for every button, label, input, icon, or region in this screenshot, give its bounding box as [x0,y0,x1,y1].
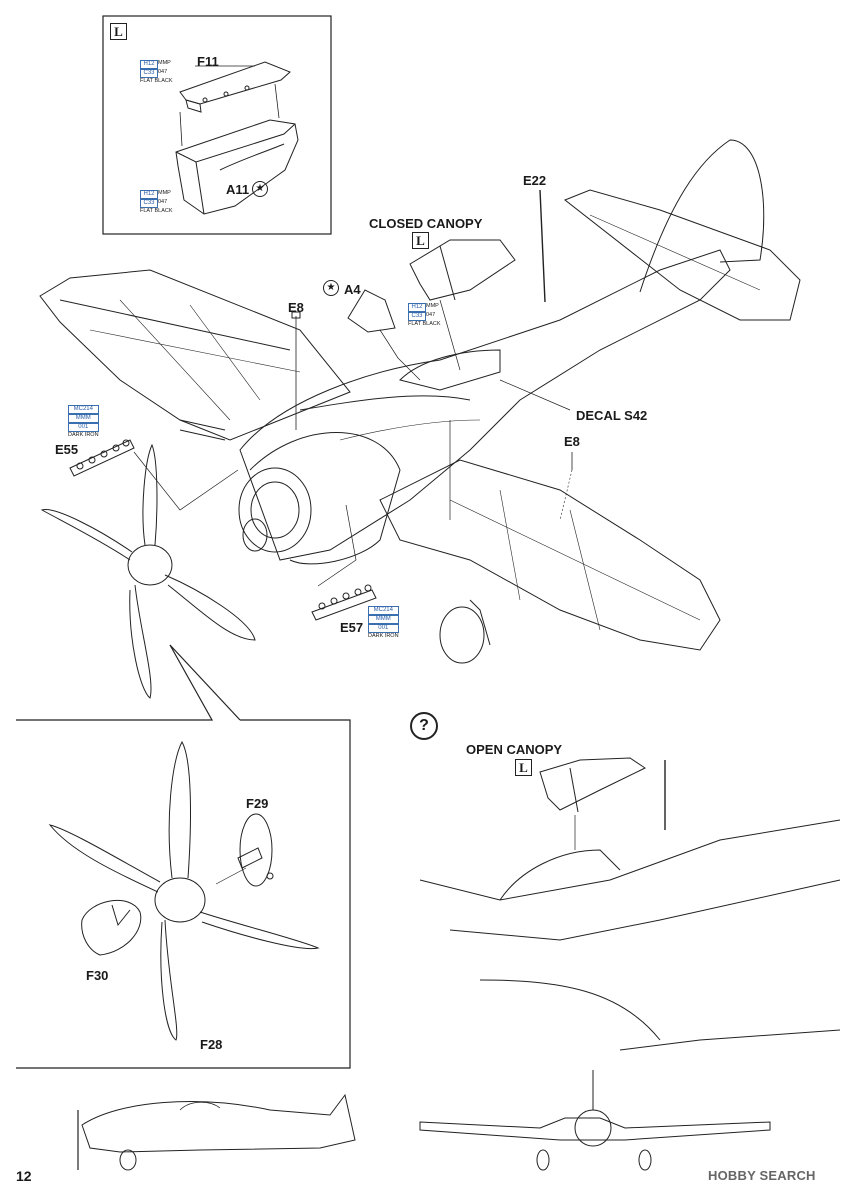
closed-canopy-badge-l: L [412,232,429,249]
part-label-a11: A11 [226,182,250,197]
star-in-circle-icon: ★ [323,280,339,296]
optional-step-question-icon: ? [410,712,438,740]
part-a4-drawing [347,289,396,333]
open-canopy-badge-l: L [515,759,532,776]
propeller-inset-drawing [48,740,320,1041]
watermark: HOBBY SEARCH [708,1168,816,1183]
part-e57-drawing [311,584,377,621]
part-a11-drawing [175,119,299,215]
side-view-drawing [77,1093,356,1171]
aircraft-main-drawing [39,139,801,664]
part-closed-canopy-drawing [409,239,516,301]
propeller-main-drawing [40,443,256,699]
part-label-f11: F11 [197,54,219,69]
part-label-e22: E22 [523,173,547,188]
page-number: 12 [16,1168,32,1184]
part-label-f28: F28 [200,1037,223,1052]
open-canopy-label: OPEN CANOPY [466,742,563,757]
star-in-circle-icon: ★ [252,181,268,197]
decal-label-s42: DECAL S42 [576,408,648,423]
paint-callout-dark-iron: MC214 MMM 001 DARK IRON [68,405,99,438]
closed-canopy-label: CLOSED CANOPY [369,216,483,231]
part-f29-drawing [239,813,274,887]
open-canopy-drawing [419,757,841,1051]
part-f11-drawing [179,61,291,113]
inset-badge-l: L [110,23,127,40]
part-label-e8-right: E8 [564,434,580,449]
inset-box-propeller [16,644,351,1069]
part-label-a4: A4 [344,282,361,297]
part-e55-drawing [69,439,135,477]
inset-box-cockpit [102,15,332,235]
part-f30-drawing [81,899,142,956]
part-label-e57: E57 [340,620,364,635]
front-view-drawing [419,1070,771,1171]
paint-callout-dark-iron: MC214 MMM 001 DARK IRON [368,606,399,639]
part-label-e8-top: E8 [288,300,304,315]
part-label-f29: F29 [246,796,269,811]
part-e22-drawing [539,189,546,303]
part-label-e55: E55 [55,442,79,457]
part-label-f30: F30 [86,968,109,983]
